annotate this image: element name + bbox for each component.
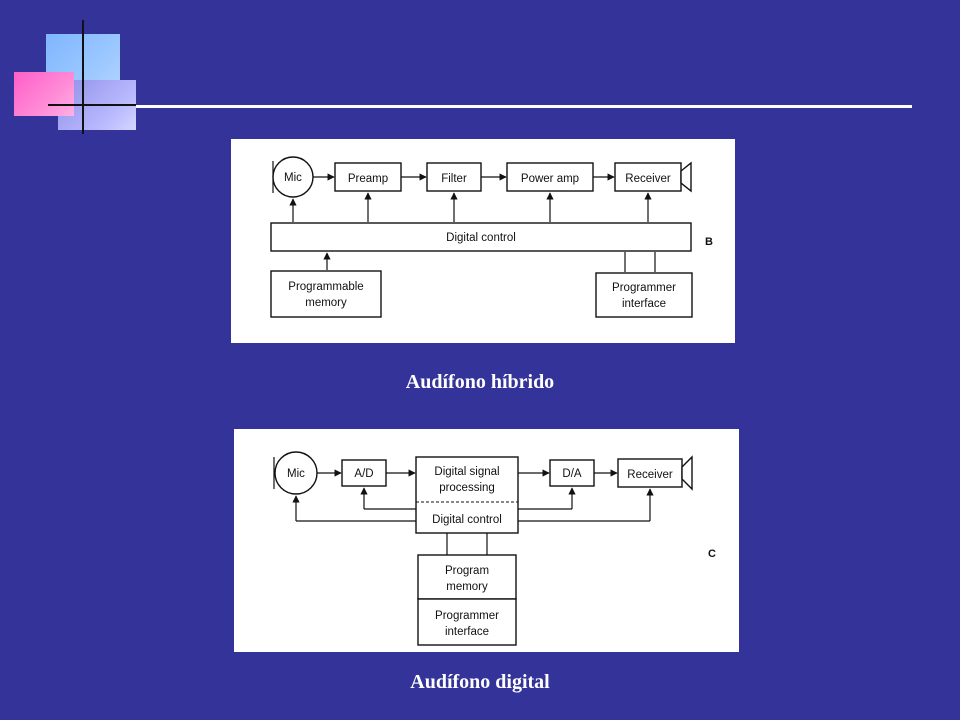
hybrid-memory-label-line2: memory bbox=[305, 297, 347, 309]
hybrid-mic-block: Mic bbox=[272, 156, 314, 198]
hybrid-interface-label-line1: Programmer bbox=[612, 282, 676, 294]
digital-receiver-block: Receiver bbox=[617, 455, 693, 491]
digital-panel-label: C bbox=[708, 548, 716, 560]
digital-program-memory-block: Program memory bbox=[417, 554, 517, 600]
hybrid-diagram-panel: Mic Preamp Filter Power amp Receiver bbox=[231, 139, 735, 343]
digital-ad-label: A/D bbox=[354, 468, 373, 480]
digital-interface-label-line2: interface bbox=[445, 626, 489, 638]
digital-dsp-label-line2: processing bbox=[439, 482, 495, 494]
digital-receiver-label: Receiver bbox=[627, 469, 673, 481]
hybrid-programmer-interface-block: Programmer interface bbox=[595, 272, 693, 318]
hybrid-interface-label-line2: interface bbox=[622, 298, 666, 310]
hybrid-preamp-label: Preamp bbox=[348, 173, 388, 185]
hybrid-receiver-label: Receiver bbox=[625, 173, 671, 185]
digital-da-block: D/A bbox=[549, 459, 595, 487]
digital-dsp-block: Digital signal processing Digital contro… bbox=[415, 456, 519, 534]
digital-da-label: D/A bbox=[562, 468, 582, 480]
digital-memory-label-line1: Program bbox=[445, 565, 489, 577]
digital-programmer-interface-block: Programmer interface bbox=[417, 598, 517, 646]
speaker-icon bbox=[681, 455, 693, 491]
hybrid-digital-control-block: Digital control bbox=[270, 222, 692, 252]
digital-diagram-panel: Mic A/D Digital signal processing Digita… bbox=[234, 429, 739, 652]
digital-control-label: Digital control bbox=[432, 514, 502, 526]
hybrid-diagram: Mic Preamp Filter Power amp Receiver bbox=[270, 156, 713, 318]
hybrid-filter-label: Filter bbox=[441, 173, 467, 185]
speaker-icon bbox=[680, 161, 692, 193]
decor-horizontal-line bbox=[48, 104, 136, 106]
hybrid-memory-label-line1: Programmable bbox=[288, 281, 363, 293]
digital-dsp-label-line1: Digital signal bbox=[434, 466, 499, 478]
hybrid-receiver-block: Receiver bbox=[614, 161, 692, 193]
digital-diagram: Mic A/D Digital signal processing Digita… bbox=[273, 451, 716, 646]
digital-mic-block: Mic bbox=[273, 451, 318, 495]
digital-mic-label: Mic bbox=[287, 468, 305, 480]
digital-caption: Audífono digital bbox=[410, 671, 550, 693]
hybrid-power-amp-block: Power amp bbox=[506, 162, 594, 192]
hybrid-panel-label: B bbox=[705, 236, 713, 248]
digital-memory-label-line2: memory bbox=[446, 581, 488, 593]
hybrid-caption: Audífono híbrido bbox=[405, 371, 555, 393]
hybrid-programmable-memory-block: Programmable memory bbox=[270, 270, 382, 318]
decor-vertical-line bbox=[82, 20, 84, 134]
hybrid-preamp-block: Preamp bbox=[334, 162, 402, 192]
digital-ad-block: A/D bbox=[341, 459, 387, 487]
digital-interface-label-line1: Programmer bbox=[435, 610, 499, 622]
hybrid-digital-control-label: Digital control bbox=[446, 232, 516, 244]
hybrid-power-amp-label: Power amp bbox=[521, 173, 579, 185]
hybrid-filter-block: Filter bbox=[426, 162, 482, 192]
hybrid-mic-label: Mic bbox=[284, 172, 302, 184]
title-rule bbox=[136, 105, 912, 108]
decor-square-pink bbox=[14, 72, 74, 116]
